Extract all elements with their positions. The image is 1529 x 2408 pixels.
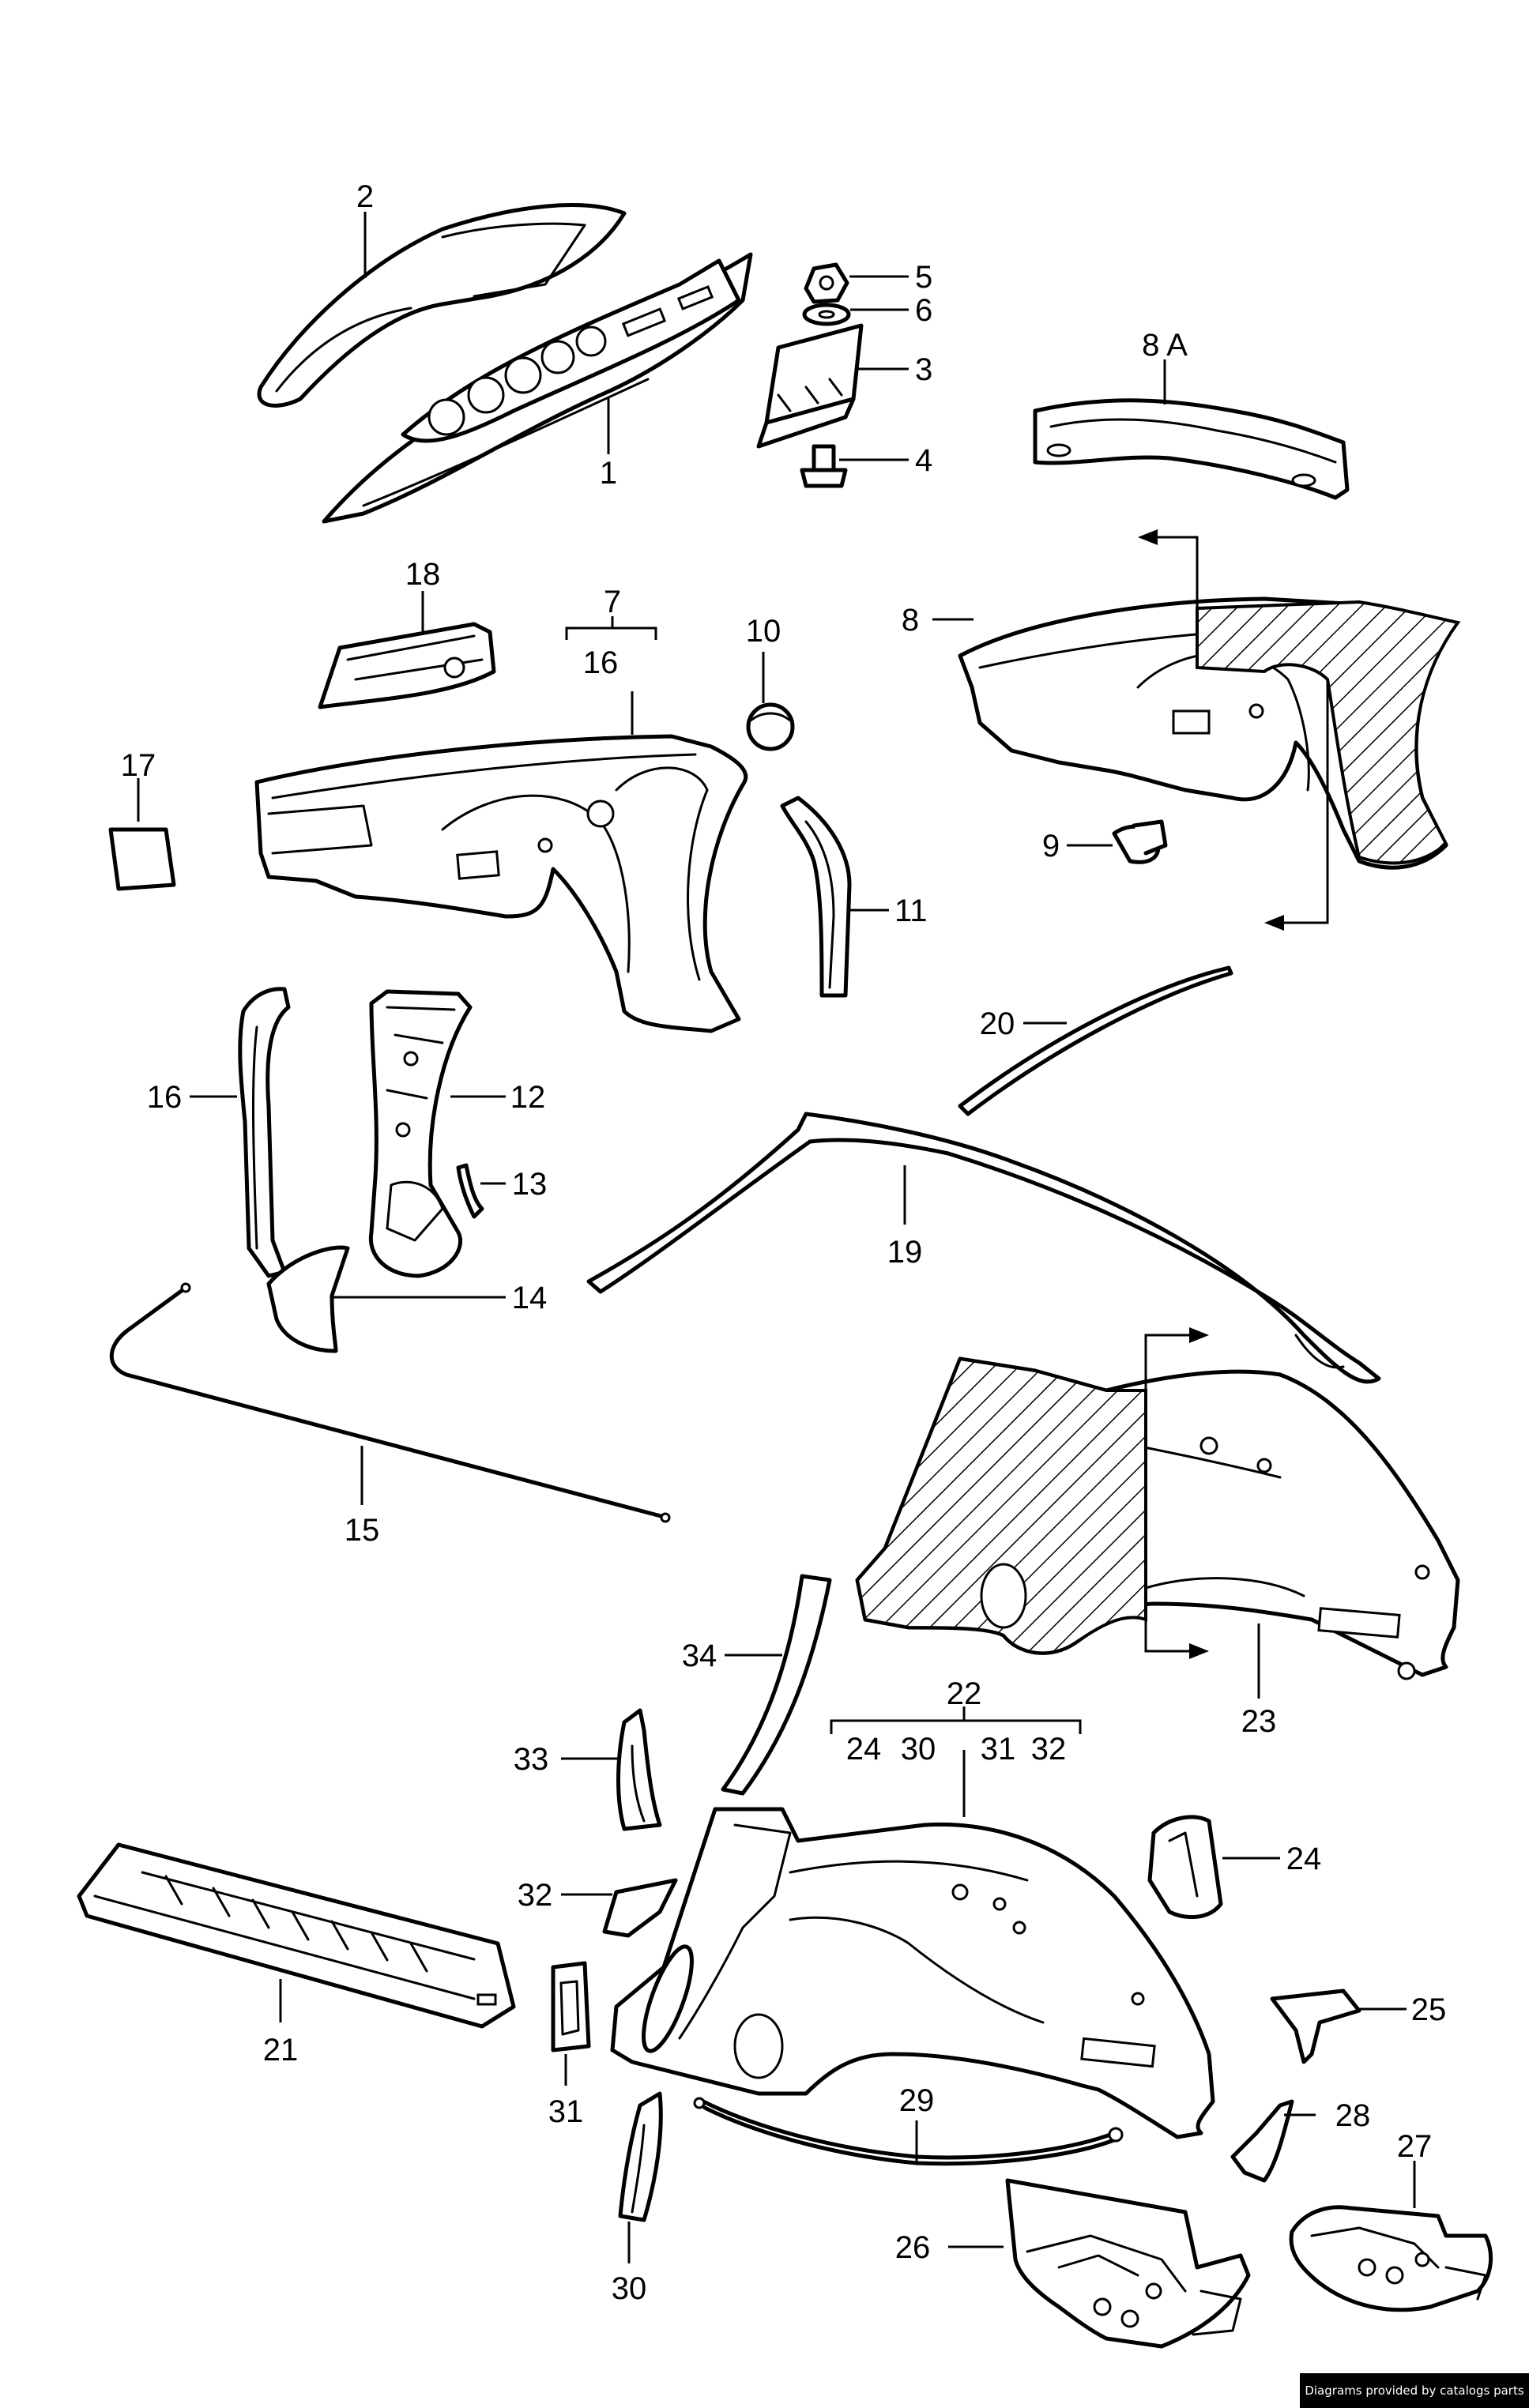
label-9: 9	[1042, 829, 1060, 863]
part-15-rod[interactable]	[109, 1282, 671, 1523]
gauge-hole	[504, 356, 542, 394]
part-31-bracket[interactable]	[551, 1961, 591, 2052]
part-4-bolt[interactable]	[800, 444, 848, 488]
part-8-inner-fender[interactable]	[958, 596, 1461, 870]
part-8a-cross-member[interactable]	[1033, 398, 1350, 500]
label-14: 14	[512, 1281, 548, 1315]
gauge-hole	[427, 398, 465, 436]
label-33: 33	[514, 1742, 549, 1777]
part-3-bracket[interactable]	[756, 323, 864, 449]
part-24-channel[interactable]	[1147, 1815, 1223, 1920]
label-7: 7	[604, 585, 621, 619]
part-28-bracket[interactable]	[1230, 2099, 1294, 2183]
label-27: 27	[1397, 2129, 1433, 2164]
section-arrows-upper	[1138, 529, 1329, 931]
label-24: 24	[1286, 1842, 1322, 1876]
label-17: 17	[121, 748, 156, 783]
gauge-hole	[467, 376, 505, 414]
label-32: 32	[518, 1878, 553, 1913]
part-2-dash-cover[interactable]	[257, 203, 627, 408]
part-5-nut[interactable]	[804, 262, 849, 304]
label-10: 10	[746, 614, 781, 649]
bracket-7-16	[565, 616, 657, 735]
label-20: 20	[980, 1006, 1015, 1041]
part-6-washer[interactable]	[802, 303, 851, 326]
label-7-sub-16: 16	[583, 645, 619, 680]
gauge-hole	[575, 325, 607, 357]
part-9-clip[interactable]	[1112, 819, 1168, 864]
part-25-bracket[interactable]	[1270, 1988, 1361, 2064]
label-34: 34	[682, 1639, 717, 1673]
label-11: 11	[894, 894, 928, 928]
part-34-pillar-strip[interactable]	[721, 1574, 832, 1796]
label-29: 29	[899, 2083, 935, 2118]
label-18: 18	[405, 557, 441, 592]
part-13-strip[interactable]	[456, 1163, 484, 1219]
label-25: 25	[1411, 1992, 1447, 2027]
label-22-sub-32: 32	[1031, 1732, 1067, 1766]
label-28: 28	[1335, 2098, 1371, 2133]
part-20-roof-strip[interactable]	[958, 965, 1233, 1116]
label-22-sub-30: 30	[901, 1732, 936, 1766]
label-13: 13	[512, 1167, 548, 1202]
part-30-gusset[interactable]	[618, 2091, 663, 2222]
label-26: 26	[895, 2230, 931, 2265]
part-12-a-pillar[interactable]	[368, 989, 473, 1278]
part-17-cover-plate[interactable]	[108, 827, 176, 891]
label-15: 15	[345, 1513, 380, 1548]
label-8: 8	[902, 603, 919, 638]
part-22-rear-inner[interactable]	[610, 1807, 1215, 2139]
label-4: 4	[915, 443, 932, 478]
label-1: 1	[600, 456, 617, 491]
part-16-reinforcement[interactable]	[238, 987, 291, 1278]
label-6: 6	[915, 293, 932, 328]
label-5: 5	[915, 260, 932, 295]
label-23: 23	[1241, 1704, 1277, 1739]
part-26-engine-mount[interactable]	[1005, 2178, 1251, 2349]
label-2: 2	[356, 179, 374, 214]
part-21-rocker-panel[interactable]	[77, 1842, 516, 2029]
part-18-bracket[interactable]	[318, 622, 496, 709]
part-19-roof-frame[interactable]	[586, 1112, 1381, 1384]
part-33-gusset[interactable]	[616, 1708, 662, 1831]
label-30: 30	[612, 2271, 647, 2306]
label-22-sub-31: 31	[981, 1732, 1016, 1766]
part-23-rear-quarter[interactable]	[855, 1356, 1460, 1680]
label-8a: 8 A	[1142, 328, 1188, 363]
part-11-reinforcement[interactable]	[780, 796, 852, 998]
part-14-cap[interactable]	[266, 1245, 350, 1353]
label-16: 16	[147, 1080, 183, 1115]
section-arrows-lower	[1144, 1327, 1209, 1659]
label-21: 21	[263, 2033, 299, 2067]
label-22: 22	[947, 1676, 982, 1711]
part-32-bracket[interactable]	[602, 1878, 678, 1938]
watermark: Diagrams provided by catalogs parts	[1300, 2373, 1529, 2408]
label-22-sub-24: 24	[846, 1732, 882, 1766]
label-12: 12	[510, 1080, 546, 1115]
part-10-plug[interactable]	[746, 702, 795, 751]
part-27-engine-mount[interactable]	[1289, 2205, 1493, 2312]
gauge-hole	[540, 340, 575, 374]
bracket-22	[830, 1706, 1082, 1817]
label-3: 3	[915, 352, 932, 387]
part-1-dashboard-panel[interactable]	[322, 252, 753, 524]
part-7-inner-fender[interactable]	[254, 734, 748, 1033]
label-19: 19	[887, 1235, 923, 1270]
label-31: 31	[548, 2094, 584, 2129]
